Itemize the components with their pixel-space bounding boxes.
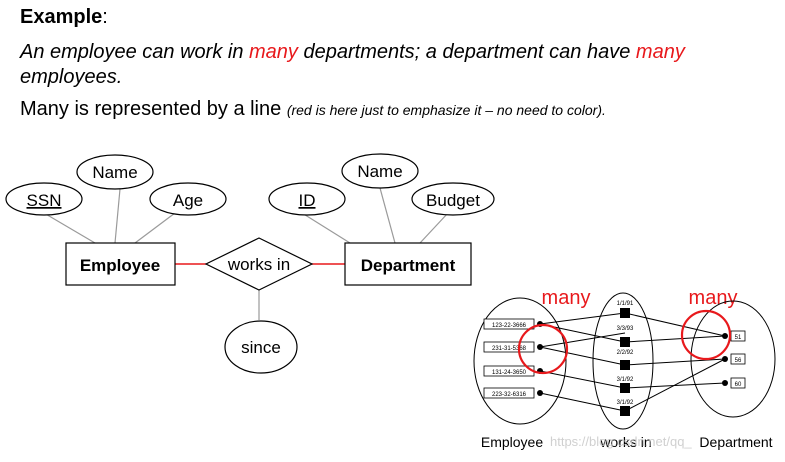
department-id-list: 51 56 60 [722, 330, 746, 389]
svg-text:SSN: SSN [27, 191, 62, 210]
many-emphasis-2: many [635, 41, 685, 63]
svg-text:Department: Department [361, 256, 456, 275]
employee-id-4: 223-32-6316 [492, 392, 527, 398]
svg-text:since: since [241, 338, 281, 357]
svg-text:Budget: Budget [426, 191, 480, 210]
many-label-right: many [689, 287, 738, 309]
works-in-relationship: works in [204, 237, 314, 291]
date-1: 1/1/91 [617, 301, 634, 307]
svg-text:Employee: Employee [80, 256, 160, 275]
department-set [690, 300, 776, 418]
employee-id-2: 231-31-5368 [492, 346, 527, 352]
id-attribute: ID [268, 182, 346, 216]
many-line-note: Many is represented by a line (red is he… [20, 98, 606, 120]
many-emphasis-1: many [249, 41, 298, 63]
label-employee: Employee [481, 434, 543, 450]
department-entity: Department [344, 242, 472, 286]
employee-entity: Employee [65, 242, 176, 286]
instance-connections [539, 312, 726, 412]
date-4: 3/1/92 [617, 377, 634, 383]
dept-id-1: 51 [735, 335, 742, 341]
ssn-attribute: SSN [5, 182, 83, 216]
label-works-in: works in [599, 434, 651, 450]
date-3: 2/2/92 [617, 350, 634, 356]
dept-id-3: 60 [735, 382, 742, 388]
employee-id-3: 131-24-3650 [492, 370, 527, 376]
works-in-set [592, 292, 654, 430]
svg-text:Age: Age [173, 191, 203, 210]
many-label-left: many [542, 287, 591, 309]
svg-text:ID: ID [299, 191, 316, 210]
employee-id-list: 123-22-3666 231-31-5368 131-24-3650 223-… [483, 318, 543, 399]
age-attribute: Age [149, 182, 227, 216]
example-heading: Example: [20, 6, 108, 28]
label-department: Department [699, 434, 772, 450]
dept-id-2: 56 [735, 358, 742, 364]
emphasis-circle-right [680, 309, 732, 361]
works-in-records: 1/1/91 3/3/93 2/2/92 3/1/92 3/1/92 [617, 301, 634, 416]
svg-text:works in: works in [227, 255, 290, 274]
employee-name-attribute: Name [76, 154, 154, 190]
employee-id-1: 123-22-3666 [492, 323, 527, 329]
department-name-attribute: Name [341, 153, 419, 189]
employee-set [473, 297, 567, 425]
emphasis-circle-left [517, 323, 569, 375]
since-attribute: since [224, 320, 298, 374]
attribute-connectors [43, 187, 449, 320]
description-sentence: An employee can work in many departments… [20, 41, 685, 88]
budget-attribute: Budget [411, 182, 495, 216]
svg-text:Name: Name [92, 163, 137, 182]
date-2: 3/3/93 [617, 326, 634, 332]
svg-text:Name: Name [357, 162, 402, 181]
watermark: https://blog.csdn.net/qq_ [550, 434, 692, 449]
date-5: 3/1/92 [617, 400, 634, 406]
